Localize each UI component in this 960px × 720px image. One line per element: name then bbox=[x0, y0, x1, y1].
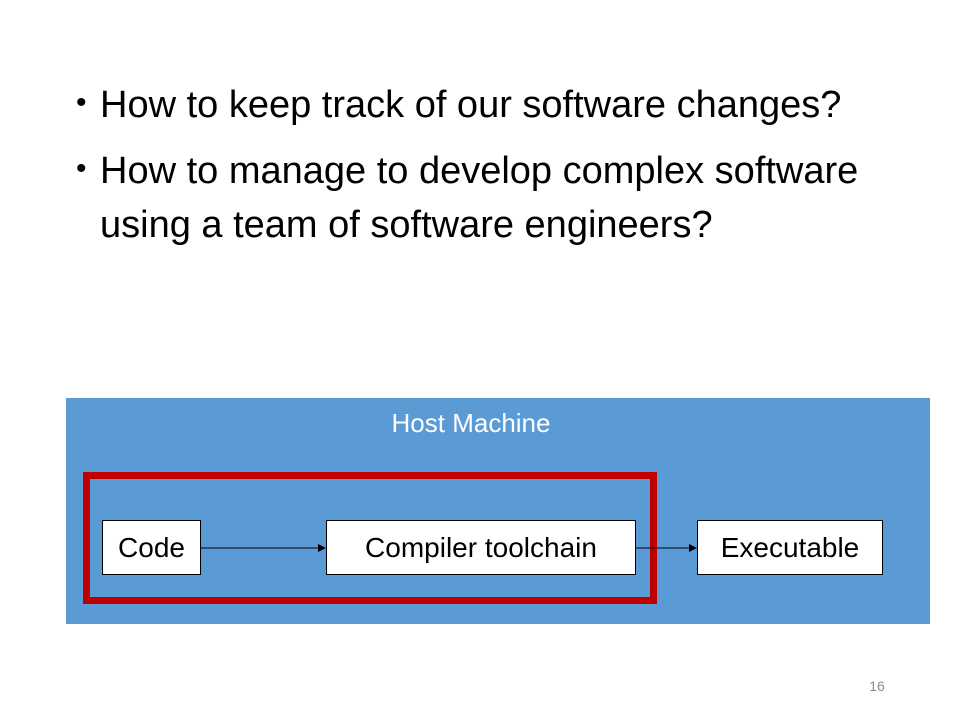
bullet-dot-icon: • bbox=[76, 152, 87, 185]
bullet-text: How to keep track of our software change… bbox=[100, 84, 842, 126]
connector-arrows bbox=[201, 544, 697, 552]
bullet-item: • How to keep track of our software chan… bbox=[72, 78, 892, 132]
bullet-text: How to manage to develop complex softwar… bbox=[100, 150, 859, 246]
node-executable: Executable bbox=[697, 520, 883, 575]
node-code: Code bbox=[102, 520, 201, 575]
host-machine-label: Host Machine bbox=[391, 408, 551, 438]
bullet-item: • How to manage to develop complex softw… bbox=[72, 144, 892, 252]
host-machine-container: Host Machine Code Compiler toolchain Exe… bbox=[66, 398, 930, 624]
page-number: 16 bbox=[869, 678, 885, 694]
bullet-dot-icon: • bbox=[76, 86, 87, 119]
bullet-list: • How to keep track of our software chan… bbox=[72, 78, 892, 264]
highlight-box bbox=[83, 472, 657, 604]
node-compiler-toolchain: Compiler toolchain bbox=[326, 520, 636, 575]
